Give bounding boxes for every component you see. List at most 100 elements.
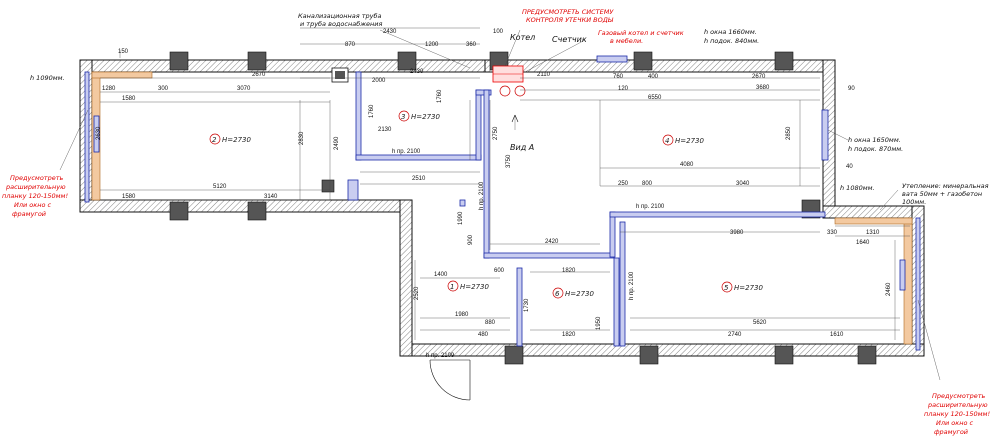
insulation-note: Утепление: минеральная вата 50мм + газоб… (902, 182, 989, 206)
outer-walls (79, 59, 925, 357)
svg-text:250: 250 (618, 181, 629, 187)
partitions (347, 71, 826, 347)
red-note-leak: ПРЕДУСМОТРЕТЬ СИСТЕМУ КОНТРОЛЯ УТЕЧКИ ВО… (522, 8, 614, 24)
view-a-label: Вид А (510, 143, 534, 152)
room-num-6: 6 (555, 290, 560, 298)
meter-label: Счетчик (552, 35, 587, 44)
door-h-note-5: h пр. 2109 (426, 353, 455, 359)
svg-text:360: 360 (466, 42, 477, 48)
svg-text:планку 120-150мм!: планку 120-150мм! (924, 410, 990, 418)
svg-text:1640: 1640 (856, 240, 870, 246)
red-note-right: Предусмотреть расширительную планку 120-… (924, 392, 990, 436)
sewer-note: Канализационная труба и труба водоснабже… (298, 12, 383, 28)
door-h-note-3: h пр. 2100 (479, 181, 485, 210)
red-note-boiler: Газовый котел и счетчик в мебели. (598, 29, 684, 45)
svg-text:2670: 2670 (752, 74, 766, 80)
svg-text:2750: 2750 (493, 126, 499, 140)
svg-text:расширительную: расширительную (927, 401, 988, 409)
door-h-note-4: h пр. 2100 (629, 271, 635, 300)
svg-text:h окна 1660мм.: h окна 1660мм. (704, 28, 757, 36)
windows (93, 55, 906, 291)
svg-text:120: 120 (618, 86, 629, 92)
room-label-3: 3 H=2730 (398, 110, 440, 122)
svg-text:2630: 2630 (96, 126, 102, 140)
h1080-note: h 1080мм. (840, 184, 875, 192)
dimension-texts: 2430 870 1200 360 100 150 2670 1280 300 … (96, 29, 892, 338)
svg-text:1820: 1820 (562, 332, 576, 338)
room-num-3: 3 (401, 113, 405, 121)
svg-text:3040: 3040 (736, 181, 750, 187)
svg-text:2460: 2460 (886, 282, 892, 296)
svg-text:900: 900 (468, 234, 474, 245)
svg-text:2850: 2850 (786, 126, 792, 140)
svg-text:330: 330 (827, 230, 838, 236)
entrance-door (429, 359, 471, 401)
svg-text:h подок. 840мм.: h подок. 840мм. (704, 37, 759, 45)
svg-text:КОНТРОЛЯ УТЕЧКИ ВОДЫ: КОНТРОЛЯ УТЕЧКИ ВОДЫ (526, 16, 614, 24)
svg-text:2110: 2110 (537, 72, 551, 78)
columns (169, 51, 877, 365)
room-h-4: H=2730 (675, 137, 704, 145)
boiler-label: Котел (510, 33, 535, 42)
svg-text:150: 150 (118, 49, 129, 55)
svg-text:Или окно с: Или окно с (14, 201, 52, 209)
svg-text:5120: 5120 (213, 184, 227, 190)
svg-text:1990: 1990 (458, 211, 464, 225)
svg-text:1400: 1400 (434, 272, 448, 278)
svg-text:1760: 1760 (437, 89, 443, 103)
window-note-right: h окна 1650мм. h подок. 870мм. (848, 136, 903, 153)
room-label-1: 1 H=2730 (447, 280, 489, 292)
svg-text:2130: 2130 (378, 127, 392, 133)
svg-text:3140: 3140 (264, 194, 278, 200)
svg-text:2490: 2490 (334, 136, 340, 150)
svg-text:Или окно с: Или окно с (936, 419, 974, 427)
svg-text:3070: 3070 (237, 86, 251, 92)
svg-text:фрамугой: фрамугой (12, 210, 46, 218)
svg-text:h подок. 870мм.: h подок. 870мм. (848, 145, 903, 153)
room-label-6: 6 H=2730 (552, 287, 594, 299)
svg-text:5620: 5620 (753, 320, 767, 326)
svg-text:300: 300 (158, 86, 169, 92)
svg-text:Канализационная труба: Канализационная труба (298, 12, 382, 20)
svg-text:880: 880 (485, 320, 496, 326)
svg-text:Предусмотреть: Предусмотреть (10, 174, 64, 182)
svg-text:90: 90 (848, 86, 855, 92)
red-note-left: Предусмотреть расширительную планку 120-… (2, 174, 68, 218)
svg-text:планку 120-150мм!: планку 120-150мм! (2, 192, 68, 200)
svg-text:1610: 1610 (830, 332, 844, 338)
h1090-note: h 1090мм. (30, 74, 65, 82)
svg-text:в мебели.: в мебели. (610, 37, 643, 45)
room-label-5: 5 H=2730 (721, 281, 763, 293)
room-h-5: H=2730 (734, 284, 763, 292)
svg-text:100мм.: 100мм. (902, 198, 926, 206)
room-h-2: H=2730 (222, 136, 251, 144)
svg-text:6550: 6550 (648, 95, 662, 101)
svg-text:1310: 1310 (866, 230, 880, 236)
svg-text:1200: 1200 (425, 42, 439, 48)
svg-text:3680: 3680 (756, 85, 770, 91)
svg-text:1580: 1580 (122, 96, 136, 102)
svg-text:100: 100 (493, 29, 504, 35)
svg-text:2670: 2670 (252, 72, 266, 78)
svg-text:760: 760 (613, 74, 624, 80)
svg-text:2430: 2430 (410, 69, 424, 75)
window-note-top: h окна 1660мм. h подок. 840мм. (704, 28, 759, 45)
svg-text:1280: 1280 (102, 86, 116, 92)
room-num-5: 5 (724, 284, 729, 292)
svg-text:фрамугой: фрамугой (934, 428, 968, 436)
room-num-2: 2 (212, 136, 217, 144)
dimension-lines (59, 27, 941, 381)
svg-text:2830: 2830 (299, 131, 305, 145)
door-h-note-1: h пр. 2100 (392, 149, 421, 155)
room-label-4: 4 H=2730 (662, 134, 704, 146)
room-label-2: 2 H=2730 (209, 133, 251, 145)
svg-text:2510: 2510 (412, 176, 426, 182)
svg-text:800: 800 (642, 181, 653, 187)
svg-text:3750: 3750 (506, 154, 512, 168)
svg-text:Предусмотреть: Предусмотреть (932, 392, 986, 400)
svg-text:2740: 2740 (728, 332, 742, 338)
svg-text:40: 40 (846, 164, 853, 170)
svg-text:2430: 2430 (383, 29, 397, 35)
svg-text:600: 600 (494, 268, 505, 274)
